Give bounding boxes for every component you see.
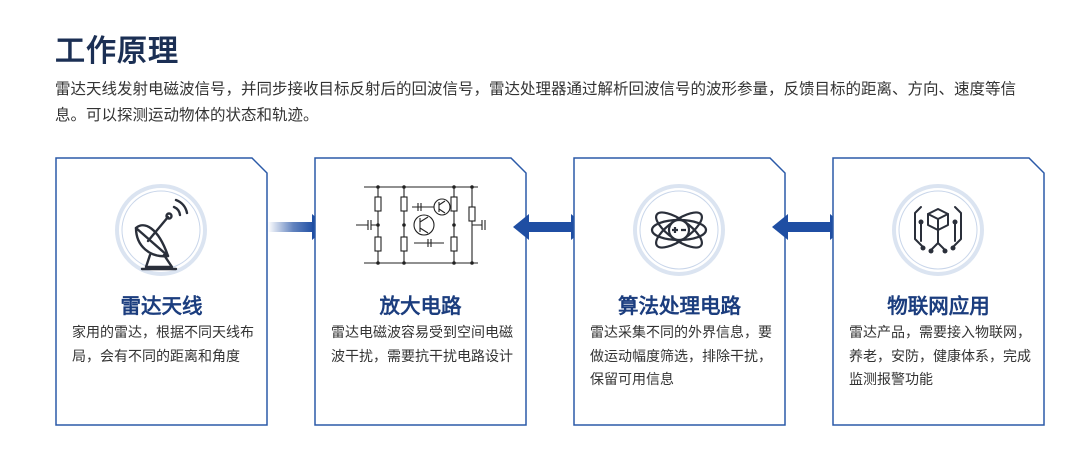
card-iot-application: 物联网应用 雷达产品，需要接入物联网，养老，安防，健康体系，完成监测报警功能 (832, 157, 1045, 426)
card-title: 算法处理电路 (618, 294, 741, 318)
card-frame (55, 157, 268, 426)
atom-plus-minus-icon (633, 184, 725, 276)
card-description: 雷达电磁波容易受到空间电磁波干扰，需要抗干扰电路设计 (331, 325, 513, 365)
card-description: 家用的雷达，根据不同天线布局，会有不同的距离和角度 (72, 325, 254, 365)
card-frame (573, 157, 786, 426)
circuit-schematic-icon (356, 185, 486, 265)
card-title: 放大电路 (379, 294, 462, 318)
satellite-dish-icon (115, 184, 207, 276)
card-algorithm-circuit: 算法处理电路 雷达采集不同的外界信息，要做运动幅度筛选，排除干扰，保留可用信息 (573, 157, 786, 426)
iot-cube-icon (892, 184, 984, 276)
card-amplifier-circuit: 放大电路 雷达电磁波容易受到空间电磁波干扰，需要抗干扰电路设计 (314, 157, 527, 426)
page-title: 工作原理 (55, 34, 179, 69)
card-frame (832, 157, 1045, 426)
card-description: 雷达采集不同的外界信息，要做运动幅度筛选，排除干扰，保留可用信息 (590, 325, 772, 388)
card-description: 雷达产品，需要接入物联网，养老，安防，健康体系，完成监测报警功能 (849, 325, 1031, 388)
intro-paragraph: 雷达天线发射电磁波信号，并同步接收目标反射后的回波信号，雷达处理器通过解析回波信… (55, 80, 1017, 124)
card-radar-antenna: 雷达天线 家用的雷达，根据不同天线布局，会有不同的距离和角度 (55, 157, 268, 426)
card-title: 物联网应用 (887, 294, 990, 318)
card-title: 雷达天线 (120, 294, 203, 318)
